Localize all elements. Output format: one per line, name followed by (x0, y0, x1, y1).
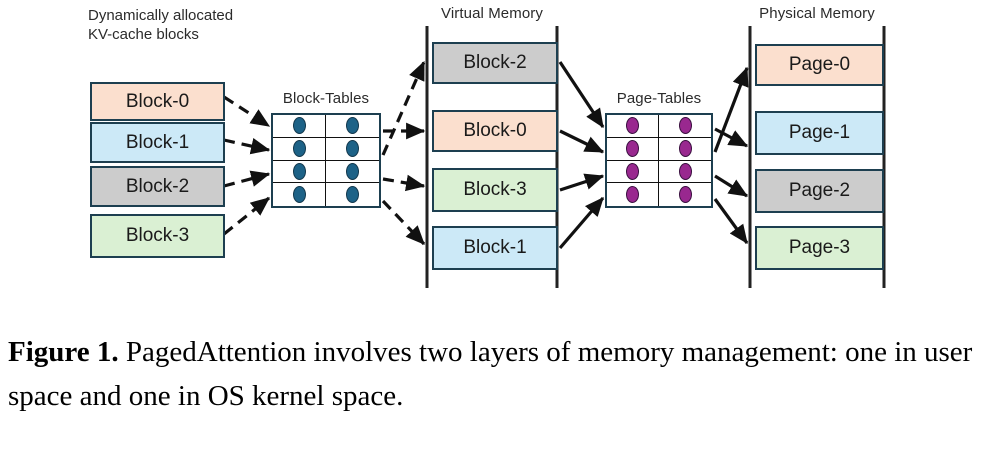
physical-memory-title: Physical Memory (759, 5, 875, 22)
kv-block-0-label: Block-0 (125, 90, 190, 112)
page-table-cell-r1c1[interactable] (607, 115, 659, 138)
ellipse-icon (346, 162, 359, 180)
kv-block-2[interactable]: Block-2 (90, 166, 225, 207)
page-tables[interactable] (605, 113, 713, 208)
block-tables-title: Block-Tables (282, 90, 370, 107)
ellipse-icon (678, 162, 692, 180)
figure-caption: Figure 1. PagedAttention involves two la… (8, 330, 992, 418)
ellipse-icon (346, 117, 359, 135)
arrow-pagetable2-to-page0 (713, 66, 749, 153)
page-table-cell-r4c2[interactable] (659, 183, 711, 206)
virtual-memory-block-3-label: Block-3 (463, 179, 527, 200)
page-tables-title: Page-Tables (616, 90, 702, 107)
page-table-cell-r3c1[interactable] (607, 160, 659, 184)
ellipse-icon (678, 186, 692, 204)
arrow-pagetable1-to-page1 (714, 127, 749, 148)
virtual-memory-block-0[interactable]: Block-0 (432, 110, 558, 152)
ellipse-icon (346, 186, 359, 204)
arrow-vm-block1-to-pagetable4 (558, 196, 605, 250)
virtual-memory-title: Virtual Memory (441, 5, 543, 22)
physical-memory-page-2-label: Page-2 (788, 180, 851, 201)
arrow-vm-block2-to-pagetable1 (558, 61, 605, 129)
page-table-cell-r2c1[interactable] (607, 137, 659, 161)
arrow-kvblock2-to-blocktable (223, 170, 271, 188)
page-table-cell-r3c2[interactable] (659, 161, 711, 184)
kv-block-3[interactable]: Block-3 (90, 214, 225, 258)
arrow-blocktable3-to-vm-block3 (382, 174, 426, 192)
kv-block-3-label: Block-3 (125, 225, 190, 246)
kv-block-1-label: Block-1 (125, 131, 190, 153)
block-table-cell-r2c1[interactable] (273, 137, 326, 161)
arrow-blocktable4-to-vm-block1 (381, 199, 426, 246)
virtual-memory-block-2[interactable]: Block-2 (432, 42, 558, 84)
ellipse-icon (292, 117, 306, 135)
physical-memory-page-3[interactable]: Page-3 (755, 226, 884, 270)
physical-memory-page-2[interactable]: Page-2 (755, 169, 884, 213)
arrow-vm-block0-to-pagetable2 (559, 129, 605, 154)
ellipse-icon (292, 162, 306, 180)
kv-block-2-label: Block-2 (125, 175, 190, 197)
figure-caption-text: PagedAttention involves two layers of me… (8, 336, 973, 412)
kv-cache-title-line1: Dynamically allocated (88, 7, 234, 24)
virtual-memory-block-3[interactable]: Block-3 (432, 168, 558, 212)
physical-memory-page-1-label: Page-1 (788, 122, 851, 143)
physical-memory-page-1[interactable]: Page-1 (755, 111, 884, 155)
block-table-cell-r1c2[interactable] (326, 115, 379, 138)
figure-caption-label: Figure 1. (8, 336, 119, 368)
arrow-pagetable4-to-page3 (713, 198, 749, 245)
ellipse-icon (292, 186, 306, 204)
virtual-memory-block-1[interactable]: Block-1 (432, 226, 558, 270)
arrow-pagetable3-to-page2 (714, 174, 749, 198)
physical-memory-page-0[interactable]: Page-0 (755, 44, 884, 86)
page-table-cell-r1c2[interactable] (659, 115, 711, 138)
block-table-cell-r1c1[interactable] (273, 115, 326, 138)
page-table-cell-r2c2[interactable] (659, 138, 711, 161)
block-tables[interactable] (271, 113, 381, 208)
kv-block-1[interactable]: Block-1 (90, 122, 225, 163)
block-table-cell-r3c1[interactable] (273, 160, 326, 184)
arrow-vm-block3-to-pagetable3 (559, 173, 605, 192)
ellipse-icon (626, 186, 639, 204)
ellipse-icon (678, 117, 692, 135)
page-table-cell-r4c1[interactable] (607, 183, 659, 206)
arrow-blocktable2-to-vm-block2 (381, 60, 426, 156)
ellipse-icon (346, 140, 359, 158)
block-table-cell-r2c2[interactable] (326, 138, 379, 161)
ellipse-icon (626, 140, 639, 158)
virtual-memory-block-2-label: Block-2 (463, 52, 527, 73)
physical-memory-page-0-label: Page-0 (788, 54, 851, 75)
virtual-memory-block-0-label: Block-0 (463, 120, 527, 141)
arrow-kvblock3-to-blocktable (223, 196, 270, 236)
physical-memory-page-3-label: Page-3 (788, 237, 851, 258)
ellipse-icon (626, 162, 639, 180)
kv-block-0[interactable]: Block-0 (90, 82, 225, 121)
kv-cache-title: Dynamically allocated KV-cache blocks (88, 6, 233, 44)
arrow-kvblock1-to-blocktable (223, 137, 271, 155)
block-table-cell-r3c2[interactable] (326, 161, 379, 184)
ellipse-icon (678, 140, 692, 158)
ellipse-icon (626, 117, 639, 135)
block-table-cell-r4c2[interactable] (326, 183, 379, 206)
block-table-cell-r4c1[interactable] (273, 183, 326, 206)
kv-cache-title-line2: KV-cache blocks (88, 26, 199, 43)
ellipse-icon (292, 140, 306, 158)
virtual-memory-block-1-label: Block-1 (463, 237, 527, 258)
